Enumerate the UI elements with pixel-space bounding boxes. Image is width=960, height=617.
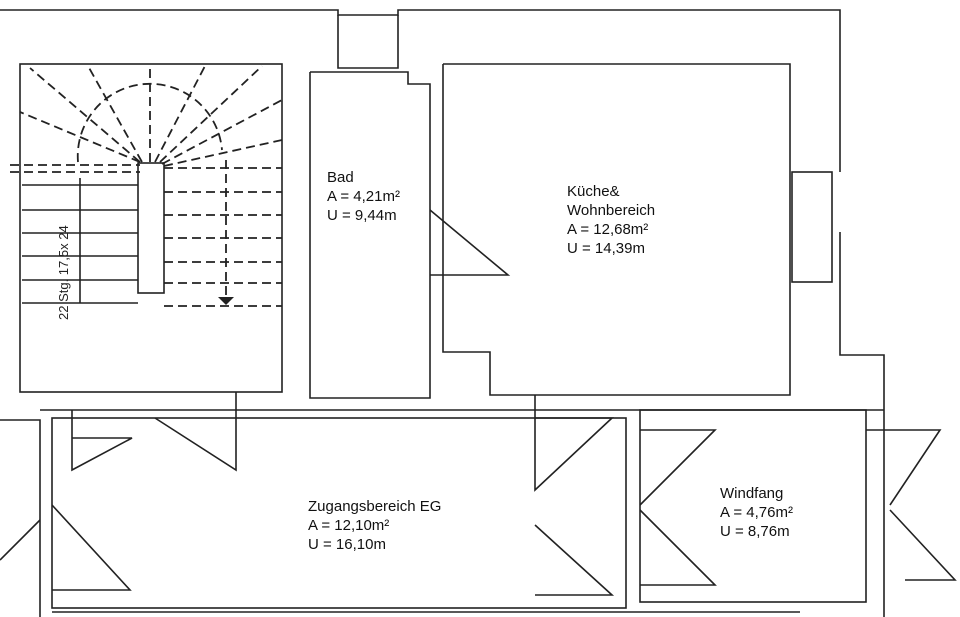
staircase [10,65,283,307]
room-area: A = 4,21m² [327,188,400,205]
room-label-kueche: Küche& Wohnbereich A = 12,68m² U = 14,39… [567,182,655,258]
room-perimeter: U = 14,39m [567,240,645,257]
room-name: Windfang [720,485,784,502]
room-area: A = 4,76m² [720,504,793,521]
room-label-zugangsbereich: Zugangsbereich EG A = 12,10m² U = 16,10m [308,497,441,554]
room-area: A = 12,10m² [308,517,390,534]
room-name: Bad [327,169,354,186]
room-label-windfang: Windfang A = 4,76m² U = 8,76m [720,484,793,541]
stair-label: 22 Stg. 17,5x 24 [56,225,71,320]
room-area: A = 12,68m² [567,221,649,238]
room-name-line2: Wohnbereich [567,202,656,219]
doors [0,209,957,596]
room-perimeter: U = 16,10m [308,536,386,553]
room-name: Zugangsbereich EG [308,498,442,515]
room-name: Küche& [567,183,620,200]
room-label-bad: Bad A = 4,21m² U = 9,44m [327,168,400,225]
room-perimeter: U = 8,76m [720,523,790,540]
room-perimeter: U = 9,44m [327,207,397,224]
walls [0,9,885,617]
